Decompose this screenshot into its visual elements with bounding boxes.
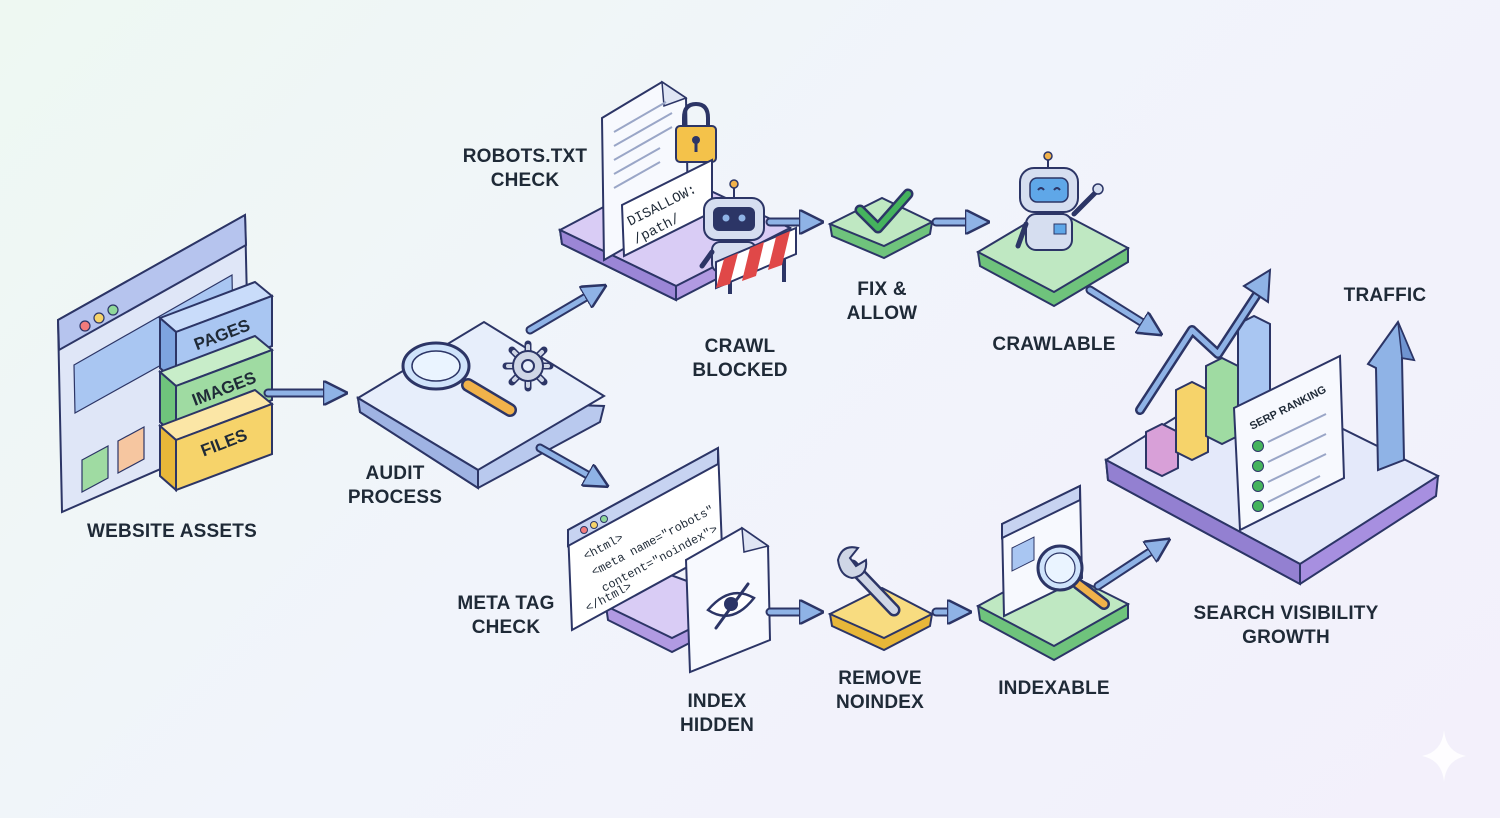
- index-hidden-line1: INDEX: [687, 691, 747, 712]
- files-block: [158, 388, 274, 493]
- robots-label-line1: ROBOTS.TXT: [462, 146, 588, 167]
- search-visibility-growth-label: SEARCH VISIBILITY GROWTH: [1170, 602, 1402, 650]
- trend-arrow-icon: [1135, 268, 1272, 415]
- arrow-indexable-to-result: [1093, 544, 1162, 591]
- meta-label-line2: CHECK: [471, 617, 541, 638]
- fix-allow-label: FIX & ALLOW: [832, 278, 932, 326]
- lock-icon: [675, 101, 717, 163]
- checkmark-icon: [854, 188, 914, 234]
- search-visibility-line1: SEARCH VISIBILITY: [1193, 603, 1379, 624]
- robots-txt-check-label: ROBOTS.TXT CHECK: [455, 145, 595, 193]
- robots-label-line2: CHECK: [490, 170, 560, 191]
- crawl-blocked-label: CRAWL BLOCKED: [680, 335, 800, 383]
- gear-icon: [502, 340, 554, 392]
- crawl-blocked-line1: CRAWL: [704, 336, 776, 357]
- fix-allow-line2: ALLOW: [846, 303, 918, 324]
- happy-robot: [1015, 151, 1104, 251]
- sparkle-icon: [1422, 730, 1466, 782]
- arrow-audit-to-robots: [525, 290, 598, 335]
- flow-arrows: [263, 222, 1162, 612]
- crawlable-label: CRAWLABLE: [992, 334, 1116, 355]
- search-visibility-line2: GROWTH: [1242, 627, 1330, 648]
- crawl-blocked-line2: BLOCKED: [692, 360, 788, 381]
- website-assets-label: WEBSITE ASSETS: [87, 521, 257, 542]
- remove-noindex-line1: REMOVE: [838, 668, 922, 689]
- audit-process-label: AUDIT PROCESS: [335, 462, 455, 510]
- magnifier-icon: [401, 341, 517, 417]
- index-hidden-line2: HIDDEN: [679, 715, 755, 736]
- arrow-audit-to-meta: [535, 443, 600, 482]
- fix-allow-line1: FIX &: [857, 279, 907, 300]
- traffic-label: TRAFFIC: [1343, 285, 1427, 306]
- serp-checklist: [1252, 413, 1327, 512]
- indexable-label: INDEXABLE: [998, 678, 1110, 699]
- search-magnifier-icon: [1036, 544, 1110, 610]
- meta-label-line1: META TAG: [457, 593, 555, 614]
- eye-slash-icon: [706, 582, 756, 630]
- remove-noindex-label: REMOVE NOINDEX: [820, 667, 940, 715]
- index-hidden-label: INDEX HIDDEN: [667, 690, 767, 738]
- arrow-crawlable-to-result: [1085, 285, 1154, 330]
- remove-noindex-line2: NOINDEX: [836, 692, 924, 713]
- remove-noindex-platform: [827, 586, 935, 652]
- wrench-icon: [836, 546, 901, 617]
- barrier-icon: [715, 226, 797, 294]
- audit-label-line1: AUDIT: [365, 463, 425, 484]
- meta-tag-check-label: META TAG CHECK: [446, 592, 566, 640]
- traffic-arrow-icon: [1366, 319, 1416, 472]
- audit-label-line2: PROCESS: [347, 487, 443, 508]
